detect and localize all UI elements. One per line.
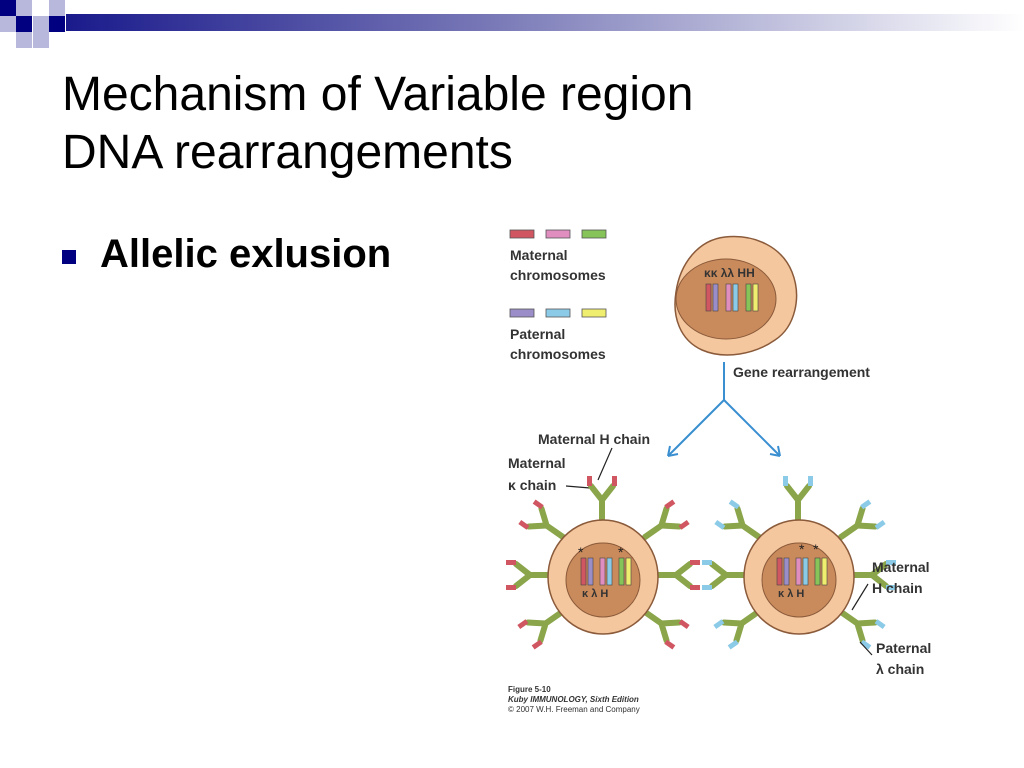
allelic-exclusion-figure: Maternal chromosomes Paternal chromosome…: [490, 229, 931, 714]
left-cell-gene-labels: κ λ H: [582, 588, 608, 600]
rearrangement-arrows: [667, 362, 781, 457]
top-cell-gene-labels: κκ λλ HH: [704, 266, 755, 280]
figure-caption-number: Figure 5-10: [508, 685, 551, 694]
right-cell-gene-labels: κ λ H: [778, 588, 804, 600]
figure-caption-copyright: © 2007 W.H. Freeman and Company: [508, 705, 640, 714]
legend-maternal-label-2: chromosomes: [510, 267, 606, 283]
rearranged-asterisk: *: [799, 541, 805, 557]
rearranged-asterisk: *: [618, 544, 624, 560]
legend-maternal: Maternal chromosomes: [509, 229, 607, 283]
maternal-h-chain-label: Maternal H chain: [538, 431, 650, 447]
rearranged-asterisk: *: [578, 544, 584, 560]
right-paternal-label-1: Paternal: [876, 640, 931, 656]
right-maternal-label-2: H chain: [872, 580, 923, 596]
slide-header-bar: [0, 0, 1024, 48]
rearranged-asterisk: *: [813, 541, 819, 557]
square-bullet-icon: [62, 249, 76, 264]
legend-paternal-label-2: chromosomes: [510, 346, 606, 362]
figure-caption-source: Kuby IMMUNOLOGY, Sixth Edition: [508, 695, 639, 704]
right-maternal-label-1: Maternal: [872, 559, 930, 575]
legend-paternal-label-1: Paternal: [510, 326, 565, 342]
maternal-kappa-label-2: κ chain: [508, 477, 556, 493]
maternal-kappa-label-1: Maternal: [508, 455, 566, 471]
legend-maternal-label-1: Maternal: [510, 247, 568, 263]
bullet-item: Allelic exlusion: [62, 232, 391, 277]
pre-rearrangement-cell: κκ λλ HH: [674, 235, 798, 356]
legend-paternal: Paternal chromosomes: [509, 308, 607, 362]
gene-rearrangement-label: Gene rearrangement: [733, 364, 870, 380]
b-cell-maternal-kappa: * * κ λ H: [506, 476, 700, 650]
bullet-text: Allelic exlusion: [100, 232, 392, 276]
right-paternal-label-2: λ chain: [876, 661, 924, 677]
slide-title-line-1: Mechanism of Variable region: [62, 68, 694, 121]
b-cell-paternal-lambda: * * κ λ H: [702, 476, 896, 650]
slide-title-line-2: DNA rearrangements: [62, 126, 513, 179]
slide-title: Mechanism of Variable region DNA rearran…: [62, 66, 862, 182]
